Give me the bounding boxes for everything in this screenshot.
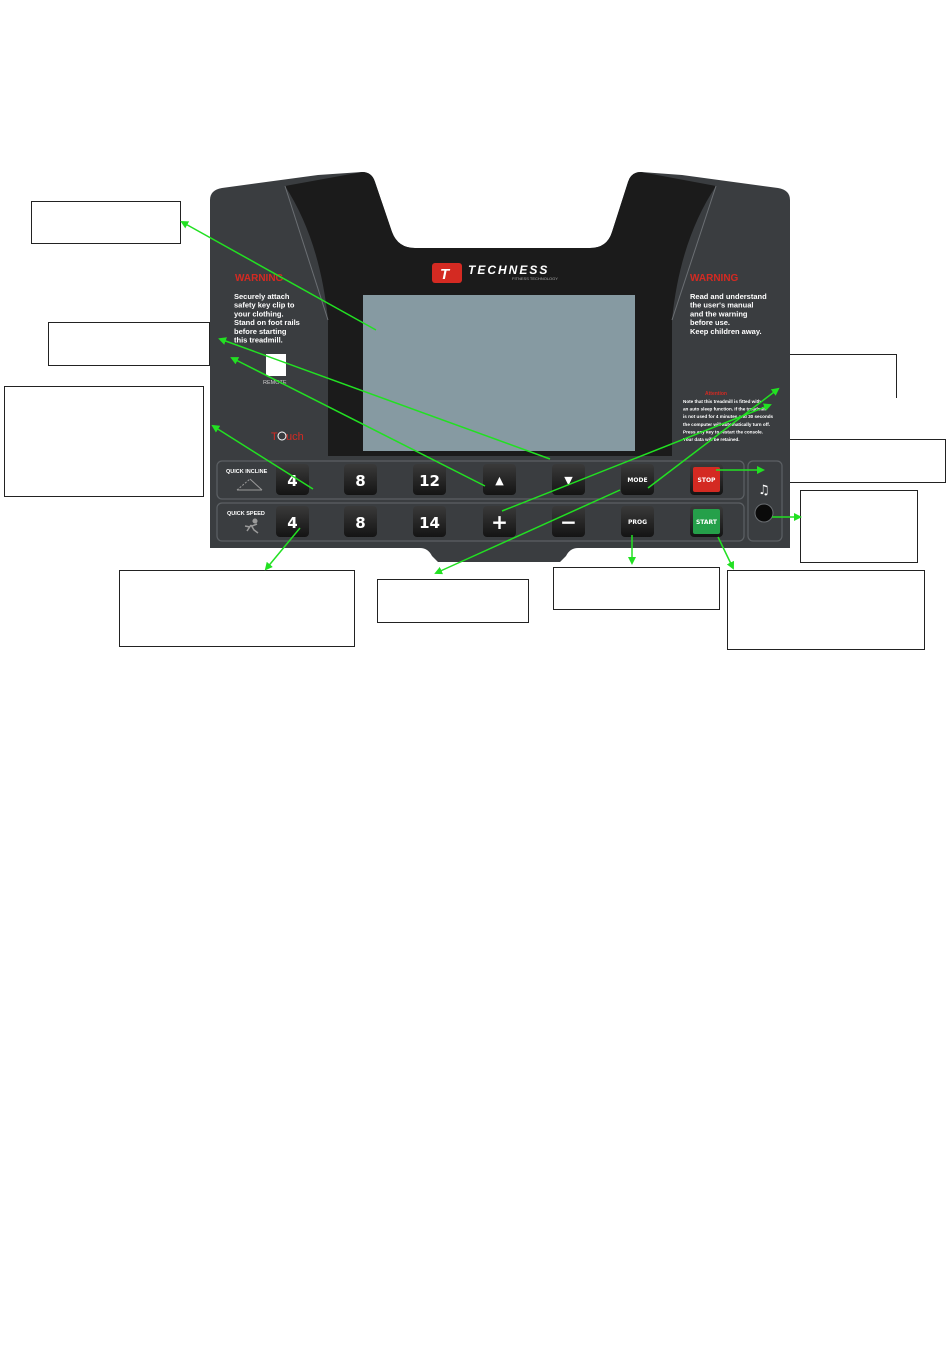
- callout-box-prog-key: [553, 567, 720, 610]
- arrow-up-key: [230, 357, 486, 487]
- remote-label: REMOTE: [263, 380, 287, 386]
- warning-left-line-6: this treadmill.: [234, 336, 283, 345]
- incline-row-frame: [216, 460, 745, 500]
- music-note-icon: ♫: [758, 483, 770, 498]
- speed-key-3[interactable]: 14: [413, 506, 446, 537]
- callout-box-audio-jack: [800, 490, 918, 563]
- up-arrow-icon: ▲: [495, 474, 504, 487]
- warning-right-line-4: before use.: [690, 318, 730, 327]
- sleep-note-line-2: an auto sleep function. If the treadmill: [683, 407, 766, 412]
- arrow-down-key: [218, 337, 551, 460]
- speed-key-3-label: 14: [419, 514, 440, 532]
- safety-key-slot[interactable]: [266, 354, 286, 376]
- stop-button[interactable]: STOP: [690, 464, 723, 495]
- arrow-display: [180, 221, 377, 331]
- brand-tagline: FITNESS TECHNOLOGY: [512, 276, 558, 281]
- plus-icon: +: [491, 510, 508, 534]
- speed-key-2-label: 8: [355, 514, 365, 532]
- sleep-note-line-3: is not used for 4 minutes and 30 seconds: [683, 414, 774, 419]
- warning-left-line-5: before starting: [234, 327, 287, 336]
- callout-box-display: [31, 201, 181, 244]
- up-button[interactable]: ▲: [483, 464, 516, 495]
- sleep-note-line-5: Press any key to restart the console.: [683, 429, 763, 434]
- sleep-note-line-4: the computer will automatically turn off…: [683, 422, 770, 427]
- sleep-note-title: Attention: [705, 391, 727, 397]
- sleep-note-line-1: Note that this treadmill is fitted with: [683, 399, 761, 404]
- audio-panel-frame: [747, 460, 783, 542]
- incline-key-2-label: 8: [355, 472, 365, 490]
- warning-right-title: WARNING: [690, 273, 739, 284]
- brand-name: TECHNESS: [468, 263, 549, 277]
- warning-left-title: WARNING: [235, 273, 284, 284]
- speed-key-1-label: 4: [287, 514, 297, 532]
- callout-arrows: [180, 221, 802, 575]
- audio-input-jack[interactable]: [754, 503, 774, 523]
- brand-logo-mark: [432, 263, 462, 283]
- arrow-speed-key: [264, 527, 301, 571]
- stop-button-label: STOP: [698, 477, 717, 484]
- quick-incline-label: QUICK INCLINE: [226, 469, 268, 475]
- treadmill-console-diagram: T TECHNESS FITNESS TECHNOLOGY WARNING Se…: [180, 172, 802, 575]
- arrow-incline-key: [211, 424, 314, 490]
- callout-box-start-key: [727, 570, 925, 650]
- incline-icon: [236, 478, 263, 491]
- touch-finger-icon: [277, 431, 287, 441]
- touch-label-prefix: T: [271, 431, 278, 443]
- warning-left-line-2: safety key clip to: [234, 301, 295, 310]
- incline-key-3-label: 12: [419, 472, 440, 490]
- plus-button[interactable]: +: [483, 506, 516, 537]
- brand-logo: T TECHNESS FITNESS TECHNOLOGY: [432, 263, 558, 283]
- arrow-plus-key: [501, 403, 772, 512]
- speed-key-2[interactable]: 8: [344, 506, 377, 537]
- start-button[interactable]: START: [690, 506, 723, 537]
- lcd-display-screen: [363, 295, 635, 451]
- warning-right-line-3: and the warning: [690, 309, 748, 318]
- start-button-label: START: [696, 519, 718, 526]
- arrow-minus-key: [434, 489, 621, 575]
- touch-sensor[interactable]: T uch: [271, 431, 304, 443]
- callout-box-safety-key: [48, 322, 210, 366]
- brand-logo-letter: T: [440, 266, 451, 283]
- speed-row-frame: [216, 502, 745, 542]
- quick-speed-label: QUICK SPEED: [227, 511, 265, 517]
- runner-icon: [244, 518, 259, 534]
- down-arrow-icon: ▼: [564, 474, 573, 487]
- minus-button[interactable]: −: [552, 506, 585, 537]
- callout-box-stop-key: [763, 439, 946, 483]
- touch-label-suffix: uch: [286, 431, 304, 443]
- incline-key-3[interactable]: 12: [413, 464, 446, 495]
- warning-left-line-4: Stand on foot rails: [234, 318, 300, 327]
- callout-box-touch-sensor: [4, 386, 204, 497]
- incline-key-2[interactable]: 8: [344, 464, 377, 495]
- arrow-start-key: [717, 536, 734, 570]
- warning-right-line-5: Keep children away.: [690, 327, 762, 336]
- warning-left-line-3: your clothing.: [234, 309, 284, 318]
- callout-box-adjust-keys: [377, 579, 529, 623]
- prog-button-label: PROG: [628, 519, 647, 526]
- arrow-mode-key: [647, 387, 780, 489]
- warning-left-line-1: Securely attach: [234, 292, 290, 301]
- incline-key-1-label: 4: [287, 472, 297, 490]
- prog-button[interactable]: PROG: [621, 506, 654, 537]
- warning-right-line-2: the user's manual: [690, 301, 753, 310]
- speed-key-1[interactable]: 4: [276, 506, 309, 537]
- callout-box-quick-keys: [119, 570, 355, 647]
- minus-icon: −: [560, 510, 577, 534]
- mode-button-label: MODE: [627, 477, 647, 484]
- warning-right-line-1: Read and understand: [690, 292, 767, 301]
- mode-button[interactable]: MODE: [621, 464, 654, 495]
